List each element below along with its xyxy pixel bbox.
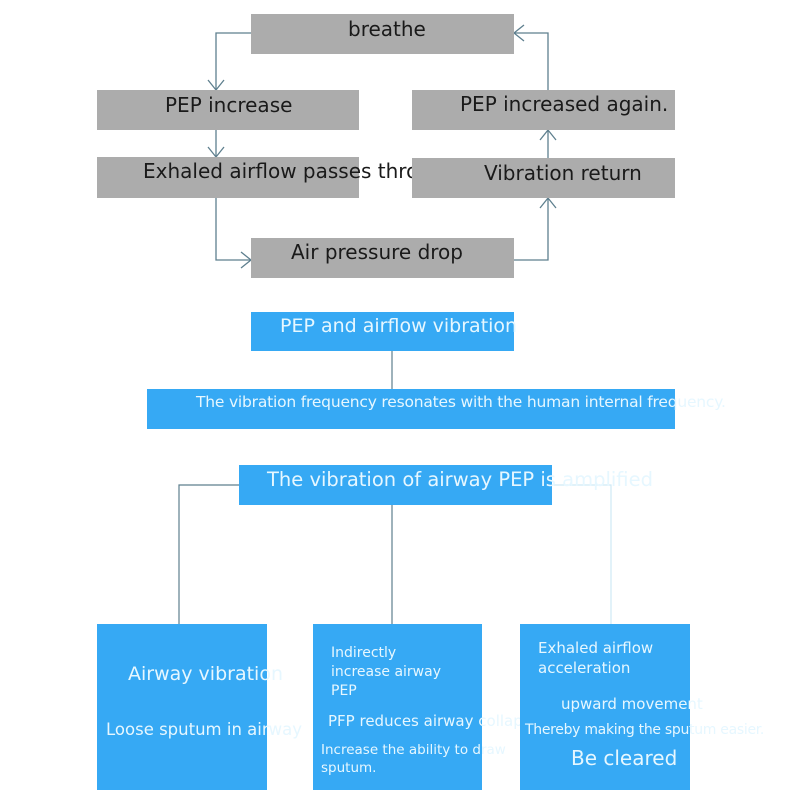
arrowhead-up-icon bbox=[539, 196, 557, 209]
arrowhead-up-icon bbox=[539, 128, 557, 141]
card-airflow-acceleration-line2: acceleration bbox=[538, 659, 631, 677]
card-airflow-acceleration-line1: Exhaled airflow bbox=[538, 639, 654, 657]
card-indirect-pep-line4: PFP reduces airway collapse bbox=[328, 712, 540, 730]
node-breathe-label: breathe bbox=[348, 17, 426, 41]
connector-amplified-to-left bbox=[178, 484, 239, 624]
card-indirect-pep bbox=[313, 624, 482, 790]
node-exhaled-airflow-label: Exhaled airflow passes through bbox=[143, 159, 457, 183]
card-airflow-acceleration-line3: upward movement bbox=[561, 695, 703, 713]
card-airway-vibration-title: Airway vibration bbox=[128, 663, 283, 685]
card-indirect-pep-line1: Indirectly bbox=[331, 645, 397, 661]
node-exhaled-airflow bbox=[97, 157, 359, 198]
node-pep-increase-label: PEP increase bbox=[165, 93, 293, 117]
node-vibration-return-label: Vibration return bbox=[484, 161, 642, 185]
card-indirect-pep-line3: PEP bbox=[331, 683, 357, 699]
card-airway-vibration-body: Loose sputum in airway bbox=[106, 720, 302, 739]
connector-amplified-to-right bbox=[552, 484, 612, 624]
node-pep-increased-again-label: PEP increased again. bbox=[460, 92, 669, 116]
connector-drop-to-vibration bbox=[514, 198, 549, 261]
node-pep-increase: PEP increase bbox=[97, 90, 359, 130]
card-indirect-pep-line5: Increase the ability to draw bbox=[321, 742, 506, 758]
node-vibration-return: Vibration return bbox=[412, 158, 675, 198]
card-indirect-pep-line6: sputum. bbox=[321, 760, 377, 776]
card-indirect-pep-line2: increase airway bbox=[331, 664, 441, 680]
node-amplified-label: The vibration of airway PEP is amplified bbox=[267, 468, 653, 491]
node-amplified bbox=[239, 465, 552, 505]
card-airflow-acceleration-line4: Thereby making the sputum easier. bbox=[525, 722, 765, 738]
node-resonance-label: The vibration frequency resonates with t… bbox=[196, 393, 726, 411]
node-pep-airflow-vibration-label: PEP and airflow vibration bbox=[280, 315, 518, 337]
node-air-pressure-drop: Air pressure drop bbox=[251, 238, 514, 278]
connector-exhaled-to-drop bbox=[215, 198, 251, 261]
connector-again-to-breathe bbox=[514, 32, 549, 90]
card-airway-vibration bbox=[97, 624, 267, 790]
node-breathe: breathe bbox=[251, 14, 514, 54]
node-resonance bbox=[147, 389, 675, 429]
card-airflow-acceleration-line5: Be cleared bbox=[571, 746, 678, 770]
card-airflow-acceleration bbox=[520, 624, 690, 790]
node-pep-airflow-vibration bbox=[251, 312, 514, 351]
arrowhead-left-icon bbox=[512, 24, 525, 42]
node-air-pressure-drop-label: Air pressure drop bbox=[291, 240, 463, 264]
node-pep-increased-again: PEP increased again. bbox=[412, 90, 675, 130]
connector-breathe-to-pep bbox=[215, 32, 251, 90]
